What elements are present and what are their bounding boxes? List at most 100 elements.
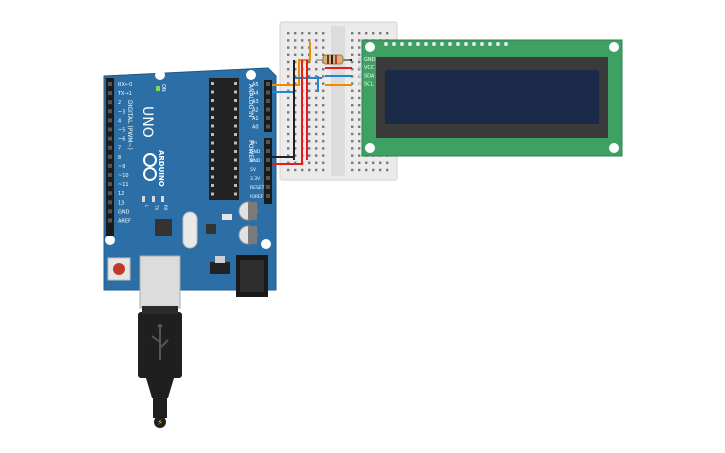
- i2c-pin-label: VCC: [364, 65, 375, 71]
- breadboard-hole: [351, 68, 354, 71]
- digital-pin-hole: [108, 100, 112, 105]
- breadboard-hole: [322, 104, 325, 107]
- cable-end: [154, 416, 166, 428]
- breadboard-hole: [358, 154, 361, 157]
- chip-pin: [211, 133, 214, 136]
- breadboard-hole: [322, 68, 325, 71]
- wire-5v: [272, 60, 303, 165]
- breadboard-hole: [287, 75, 290, 78]
- breadboard-hole: [294, 96, 297, 100]
- breadboard-hole: [315, 68, 318, 71]
- breadboard-hole: [315, 154, 318, 157]
- resistor: [316, 54, 350, 65]
- arduino-logo-text: ARDUINO: [157, 150, 165, 187]
- breadboard-hole: [358, 111, 361, 114]
- breadboard-hole: [308, 154, 311, 157]
- breadboard-hole: [358, 32, 361, 35]
- arduino-logo: ARDUINO UNO: [139, 106, 165, 187]
- lcd-header-pin: [392, 42, 396, 46]
- breadboard-hole: [358, 89, 361, 92]
- breadboard-hole: [287, 140, 290, 143]
- lcd-mounting-hole: [609, 143, 619, 153]
- breadboard-hole: [308, 32, 311, 35]
- digital-pin-hole: [108, 191, 112, 196]
- lcd-header-pin: [432, 42, 436, 46]
- breadboard-hole: [365, 168, 368, 172]
- breadboard-hole: [358, 39, 361, 42]
- breadboard-hole: [287, 132, 290, 136]
- digital-pin-hole: [108, 82, 112, 86]
- breadboard-hole: [308, 140, 311, 143]
- lcd-mounting-hole: [609, 42, 619, 52]
- breadboard-hole: [294, 154, 297, 157]
- digital-pin-label: ~9: [118, 164, 125, 170]
- breadboard-hole: [308, 96, 311, 100]
- analog-pin-label: A4: [252, 91, 259, 97]
- digital-pin-label: GND: [118, 209, 130, 215]
- breadboard-hole: [322, 161, 325, 164]
- lcd-header-pin: [480, 42, 484, 46]
- power-pin-label: GND: [250, 158, 261, 164]
- digital-pin-label: 8: [118, 155, 121, 161]
- chip-pin: [211, 90, 214, 94]
- breadboard-hole: [351, 82, 354, 85]
- cable-segment: [153, 398, 167, 418]
- analog-pin-hole: [266, 99, 270, 103]
- power-pin-label: RESET: [250, 185, 265, 191]
- l-led: [142, 196, 145, 202]
- breadboard-hole: [308, 111, 311, 114]
- breadboard-hole: [322, 82, 325, 85]
- chip-pin: [234, 82, 237, 85]
- breadboard-hole: [322, 53, 325, 56]
- on-label: ON: [160, 84, 166, 92]
- chip-pins: [211, 82, 237, 196]
- breadboard-hole: [358, 46, 361, 49]
- digital-pin-label: RX←0: [118, 82, 132, 88]
- lcd-header-pin: [472, 42, 476, 46]
- lcd-mounting-hole: [365, 42, 375, 52]
- rx-led: [161, 196, 164, 202]
- chip-pin: [211, 184, 214, 187]
- breadboard-hole: [315, 118, 318, 121]
- breadboard-hole: [287, 39, 290, 42]
- breadboard-hole: [351, 104, 354, 107]
- digital-pin-label: ~11: [118, 182, 129, 188]
- lcd-header-pin: [424, 42, 428, 46]
- crystal-oscillator: [182, 211, 198, 249]
- digital-pin-label: ~5: [118, 128, 125, 134]
- chip-pin: [234, 167, 237, 170]
- right-pin-holes: [266, 82, 270, 198]
- i2c-pin-label: SDA: [364, 73, 375, 79]
- lcd-header-pin: [488, 42, 492, 46]
- breadboard-hole: [365, 161, 368, 164]
- resistor-band: [331, 55, 333, 64]
- breadboard-hole: [308, 168, 311, 172]
- digital-pin-holes: [108, 82, 112, 223]
- tx-led: [152, 196, 155, 202]
- digital-pin-hole: [108, 118, 112, 123]
- power-pin-label: GND: [250, 149, 261, 155]
- tx-label: TX: [154, 204, 159, 210]
- breadboard-hole: [294, 132, 297, 136]
- breadboard-hole: [322, 46, 325, 49]
- lcd-header-pin: [384, 42, 388, 46]
- digital-pin-hole: [108, 127, 112, 132]
- lcd-header-pin: [464, 42, 468, 46]
- chip-pin: [211, 82, 214, 85]
- chip-pin: [234, 116, 237, 119]
- breadboard-hole: [294, 168, 297, 172]
- i2c-pin: [358, 65, 362, 69]
- power-pin-label: 5V: [250, 167, 257, 173]
- breadboard-hole: [358, 104, 361, 107]
- lcd-header-pin: [456, 42, 460, 46]
- mounting-hole: [261, 239, 271, 249]
- usb-cable: ⚡: [138, 306, 182, 428]
- breadboard-hole: [294, 111, 297, 114]
- lightning-icon: ⚡: [157, 418, 163, 427]
- breadboard-hole: [322, 89, 325, 92]
- analog-in-label: ANALOG IN: [247, 84, 254, 117]
- breadboard-hole: [358, 96, 361, 100]
- breadboard-hole: [294, 125, 297, 128]
- chip-pin: [234, 150, 237, 153]
- digital-pin-label: 7: [118, 146, 121, 152]
